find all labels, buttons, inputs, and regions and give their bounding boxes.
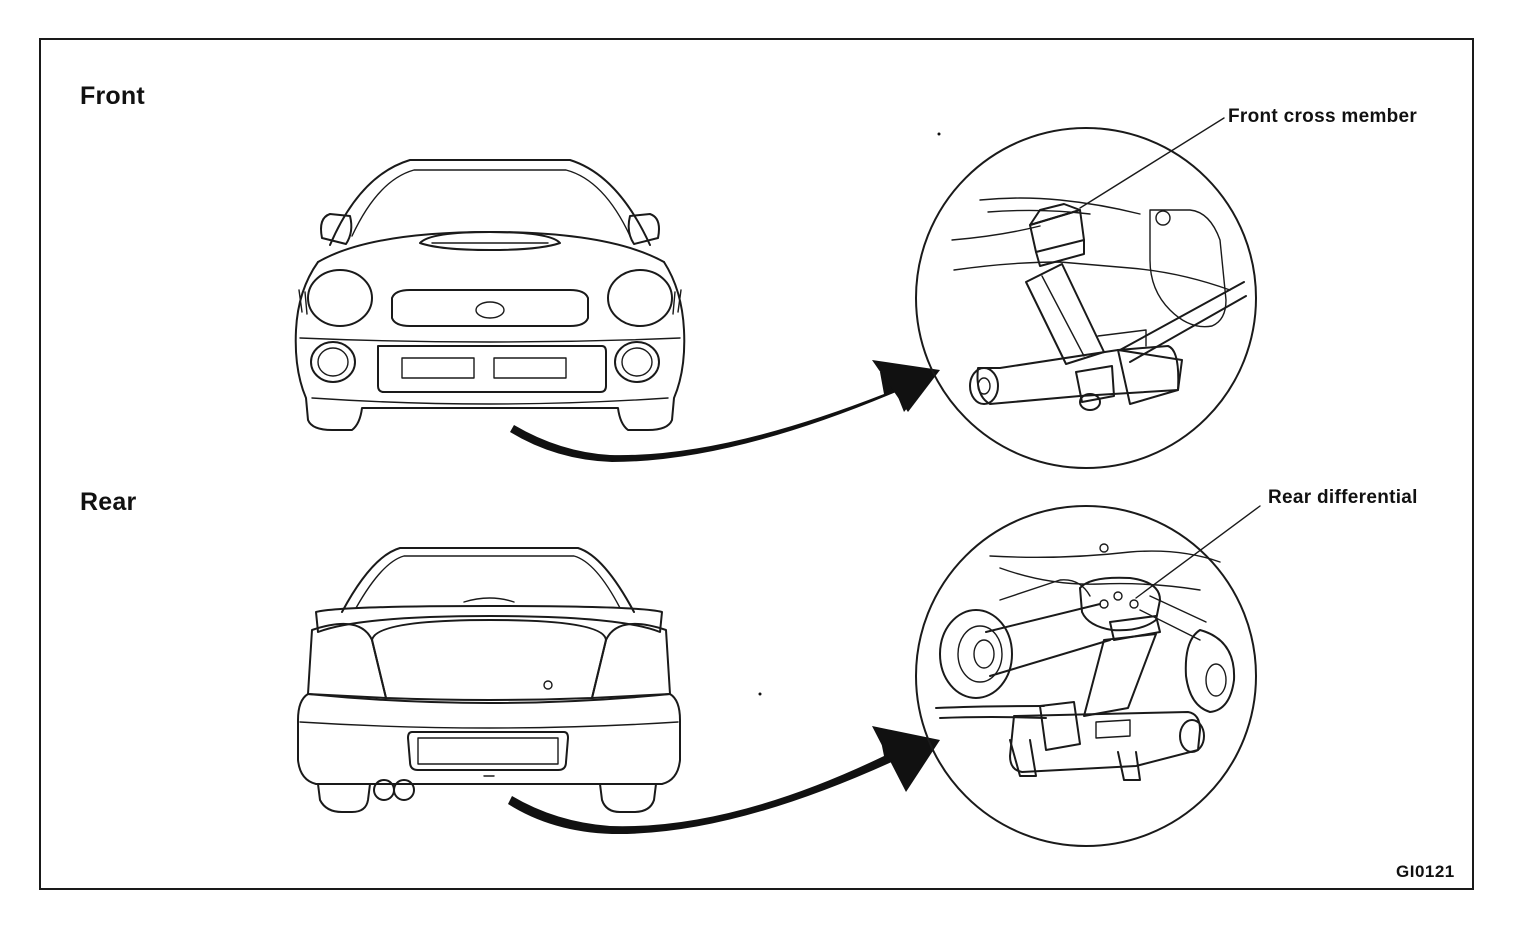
- curved-arrow-icon: [510, 360, 940, 462]
- front-cross-member-label: Front cross member: [1228, 106, 1418, 127]
- rear-differential-label: Rear differential: [1268, 487, 1418, 508]
- rear-section-title: Rear: [80, 488, 137, 516]
- car-front-view-icon: [294, 159, 686, 431]
- figure-code: GI0121: [1396, 862, 1455, 881]
- front-section-title: Front: [80, 82, 145, 110]
- speck-mark: [758, 692, 762, 696]
- car-rear-view-icon: [297, 547, 681, 813]
- diagram-frame: [39, 38, 1474, 890]
- floor-jack-rear-differential-icon: [915, 505, 1261, 847]
- curved-arrow-icon: [508, 726, 940, 835]
- floor-jack-front-cross-member-icon: [915, 117, 1257, 469]
- speck-mark: [937, 132, 941, 136]
